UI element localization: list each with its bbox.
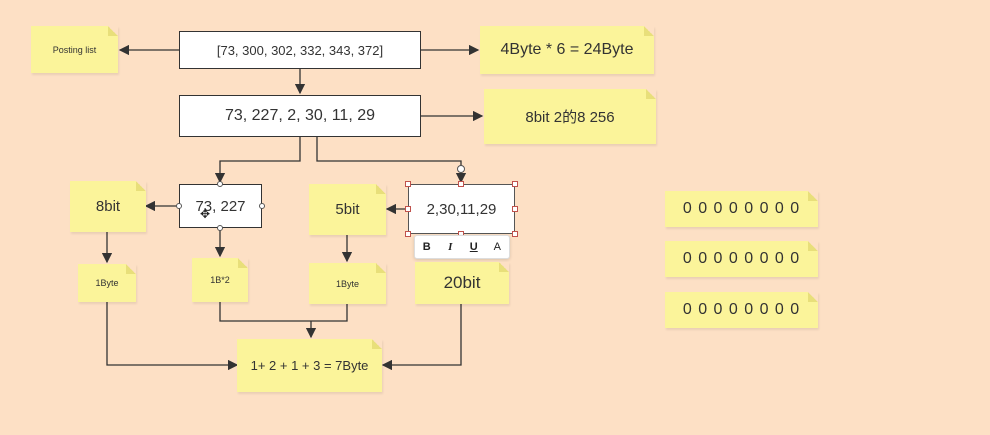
connection-handle[interactable] bbox=[259, 203, 265, 209]
arrow-to-sum-from-right bbox=[381, 304, 462, 371]
right-bits-note[interactable]: 20bit bbox=[415, 262, 509, 304]
resize-handle[interactable] bbox=[458, 181, 464, 187]
bytes-total-note[interactable]: 4Byte * 6 = 24Byte bbox=[480, 26, 654, 74]
arrow-to-left-pair bbox=[214, 137, 301, 184]
connection-handle[interactable] bbox=[217, 225, 223, 231]
left-pair-box[interactable]: 73, 227 bbox=[179, 184, 262, 228]
connection-handle[interactable] bbox=[217, 181, 223, 187]
left-byte-note[interactable]: 1Byte bbox=[78, 264, 136, 302]
italic-button[interactable]: I bbox=[448, 241, 453, 253]
arrow-to-right-group bbox=[316, 137, 467, 184]
posting-list-note[interactable]: Posting list bbox=[31, 26, 118, 73]
resize-handle[interactable] bbox=[512, 206, 518, 212]
font-color-button[interactable]: A bbox=[493, 241, 501, 253]
resize-handle[interactable] bbox=[512, 231, 518, 237]
deltas-box[interactable]: 73, 227, 2, 30, 11, 29 bbox=[179, 95, 421, 137]
mid-bits-note[interactable]: 5bit bbox=[309, 184, 386, 235]
connector-pair-mid bbox=[219, 302, 348, 322]
left-bits-note[interactable]: 8bit bbox=[70, 181, 146, 232]
sum-note[interactable]: 1+ 2 + 1 + 3 = 7Byte bbox=[237, 339, 382, 392]
bits-row-3-note[interactable]: 0 0 0 0 0 0 0 0 bbox=[665, 292, 818, 328]
move-cursor-icon: ✥ bbox=[200, 207, 211, 221]
mid-byte-note[interactable]: 1Byte bbox=[309, 263, 386, 304]
bold-button[interactable]: B bbox=[422, 241, 431, 253]
bits-info-note[interactable]: 8bit 2的8 256 bbox=[484, 89, 656, 144]
underline-button[interactable]: U bbox=[469, 241, 478, 253]
posting-list-box[interactable]: [73, 300, 302, 332, 343, 372] bbox=[179, 31, 421, 69]
right-group-box[interactable]: 2,30,11,29 bbox=[408, 184, 515, 234]
text-format-toolbar: B I U A bbox=[414, 235, 510, 259]
rotate-handle[interactable] bbox=[457, 165, 465, 173]
bits-row-1-note[interactable]: 0 0 0 0 0 0 0 0 bbox=[665, 191, 818, 227]
resize-handle[interactable] bbox=[512, 181, 518, 187]
bits-row-2-note[interactable]: 0 0 0 0 0 0 0 0 bbox=[665, 241, 818, 277]
pair-bytes-note[interactable]: 1B*2 bbox=[192, 258, 248, 302]
resize-handle[interactable] bbox=[405, 181, 411, 187]
resize-handle[interactable] bbox=[405, 206, 411, 212]
resize-handle[interactable] bbox=[405, 231, 411, 237]
arrow-to-sum-from-left bbox=[106, 302, 239, 371]
connection-handle[interactable] bbox=[176, 203, 182, 209]
